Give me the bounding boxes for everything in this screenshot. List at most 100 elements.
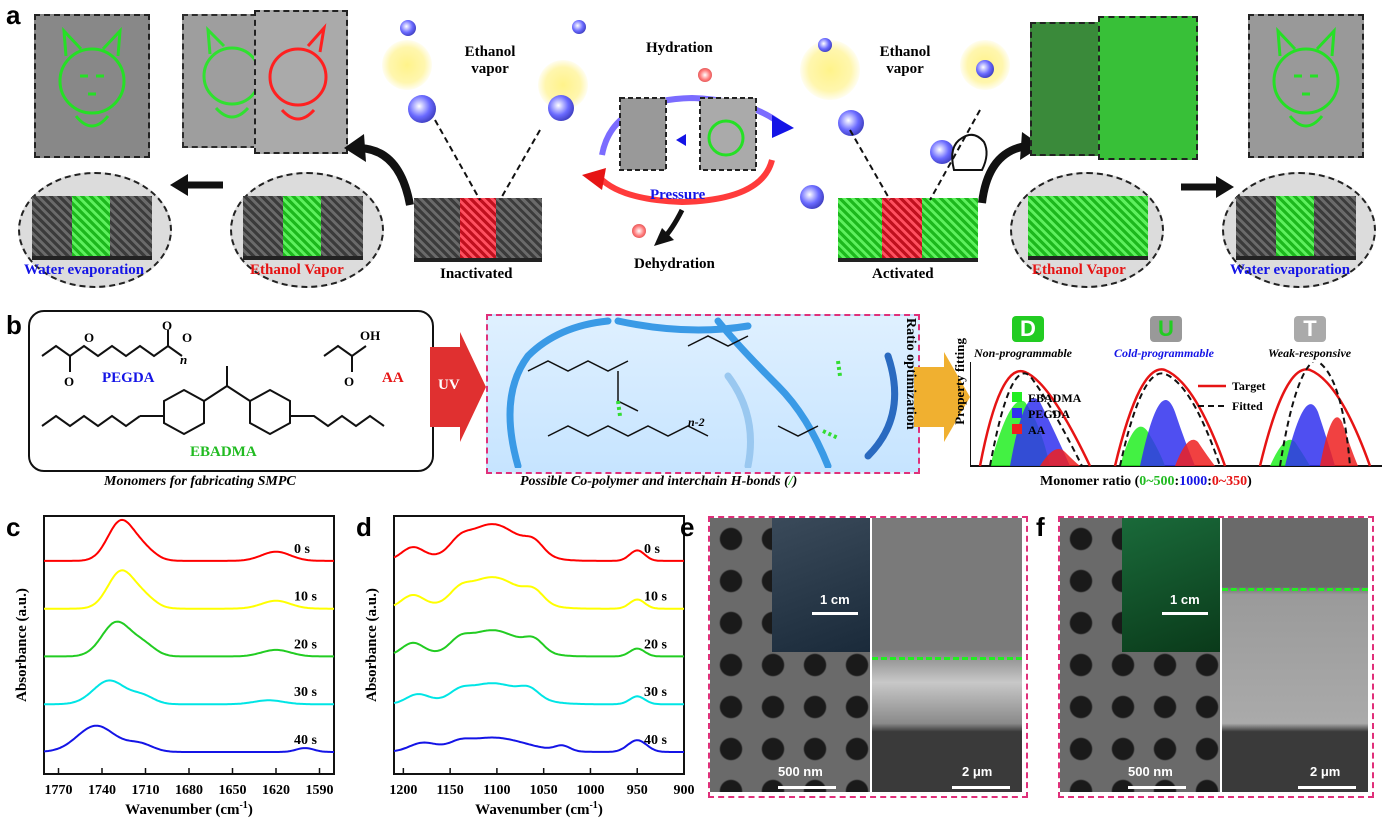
series-label: 30 s — [644, 685, 668, 700]
scale-photo-label: 1 cm — [1170, 592, 1200, 607]
pattern-card-red — [254, 10, 348, 154]
green-film — [1028, 196, 1148, 260]
pattern-card — [34, 14, 150, 158]
green-stripe — [1276, 196, 1314, 256]
monomer-structures: O O O O n OH O — [41, 318, 385, 436]
green-stripe — [72, 196, 110, 256]
molecule-glow — [800, 40, 860, 100]
ethanol-molecule-icon — [818, 38, 832, 52]
svg-text:O: O — [182, 330, 192, 345]
inactivated-label: Inactivated — [440, 266, 513, 282]
x-tick-label: 900 — [674, 783, 695, 798]
arrow-icon — [1181, 176, 1234, 198]
x-tick-label: 1710 — [132, 783, 160, 798]
series-line — [393, 629, 684, 658]
panel-label-d: d — [356, 512, 372, 542]
panel-label-a: a — [6, 0, 21, 30]
sem-cross-section-e — [872, 518, 1022, 792]
dog-pattern-icon — [58, 26, 126, 128]
ethanol-vapor-red-label: Ethanol Vapor — [1032, 262, 1126, 278]
interface-line — [1222, 588, 1368, 591]
x-tick-label: 1650 — [219, 783, 247, 798]
badge-u: U — [1150, 316, 1182, 342]
series-line — [44, 679, 334, 706]
series-line — [44, 518, 334, 562]
scale-bar — [812, 612, 858, 615]
y-axis-label: Absorbance (a.u.) — [364, 588, 380, 702]
ethanol-molecule-icon — [930, 140, 954, 164]
series-label: 20 s — [294, 637, 318, 652]
ebadma-label: EBADMA — [190, 444, 257, 460]
svg-text:Fitted: Fitted — [1232, 399, 1263, 413]
ethanol-molecule-icon — [408, 95, 436, 123]
water-evaporation-label: Water evaporation — [1230, 262, 1351, 278]
ethanol-molecule-icon — [400, 20, 416, 36]
x-tick-label: 1680 — [175, 783, 203, 798]
photo-inset-e — [772, 518, 870, 652]
uv-arrow-icon — [430, 332, 486, 442]
ethanol-vapor-label: Ethanol vapor — [464, 44, 516, 77]
pattern-card — [1098, 16, 1198, 160]
svg-text:EBADMA: EBADMA — [1028, 391, 1082, 405]
scale-bar — [1162, 612, 1208, 615]
panel-label-b: b — [6, 310, 22, 340]
scale-bar — [1298, 786, 1356, 789]
scale-cross-label: 2 μm — [962, 764, 993, 779]
water-molecule-icon — [632, 224, 646, 238]
svg-text:OH: OH — [360, 328, 380, 343]
series-label: 20 s — [644, 637, 668, 652]
copolymer-caption: Possible Co-polymer and interchain H-bon… — [520, 474, 798, 489]
series-label: 10 s — [644, 590, 668, 605]
svg-text:n-2: n-2 — [688, 415, 705, 429]
series-label: 0 s — [644, 542, 661, 557]
svg-text:PEGDA: PEGDA — [1028, 407, 1070, 421]
green-stripe — [838, 198, 882, 258]
x-tick-label: 1050 — [530, 783, 558, 798]
dog-pattern-icon — [1272, 26, 1340, 128]
property-fitting-ylabel: Property fitting — [952, 338, 967, 425]
x-tick-label: 1150 — [437, 783, 464, 798]
svg-text:O: O — [162, 318, 172, 333]
scale-bar — [778, 786, 836, 789]
property-fitting-plot: EBADMA PEGDA AA Target Fitted — [970, 362, 1382, 467]
series-line — [393, 736, 684, 753]
cold-programmable-label: Cold-programmable — [1114, 346, 1215, 360]
dashed-path — [849, 109, 981, 201]
pressure-label: Pressure — [650, 187, 706, 203]
monomers-caption: Monomers for fabricating SMPC — [104, 474, 296, 489]
hand-icon — [951, 133, 988, 171]
panel-label-f: f — [1036, 512, 1045, 542]
weak-responsive-label: Weak-responsive — [1268, 346, 1352, 360]
photo-inset-f — [1122, 518, 1220, 652]
x-tick-label: 1740 — [88, 783, 116, 798]
series-label: 40 s — [644, 733, 668, 748]
plot-frame — [393, 515, 685, 775]
x-tick-label: 1590 — [306, 783, 334, 798]
non-programmable-label: Non-programmable — [974, 346, 1073, 360]
pattern-card — [1248, 14, 1364, 158]
dog-pattern-icon — [268, 23, 328, 121]
scale-bar — [952, 786, 1010, 789]
series-line — [393, 576, 684, 610]
uv-label: UV — [438, 377, 460, 393]
x-tick-label: 1100 — [483, 783, 510, 798]
x-tick-label: 1770 — [45, 783, 73, 798]
panel-label-c: c — [6, 512, 21, 542]
x-axis-label: Wavenumber (cm-1) — [475, 800, 603, 818]
hydration-label: Hydration — [646, 40, 713, 56]
water-evaporation-label: Water evaporation — [24, 262, 145, 278]
svg-text:O: O — [84, 330, 94, 345]
cycle-diagram — [582, 94, 794, 246]
red-stripe — [882, 198, 922, 258]
scale-cross-label: 2 μm — [1310, 764, 1341, 779]
scale-bar — [1128, 786, 1186, 789]
x-tick-label: 950 — [627, 783, 648, 798]
ratio-arrow-icon — [914, 352, 970, 442]
activated-label: Activated — [872, 266, 934, 282]
series-line — [44, 569, 334, 610]
monomer-ratio-label: Monomer ratio (0~500:1000:0~350) — [1040, 474, 1252, 489]
green-stripe — [283, 196, 321, 256]
scale-top-label: 500 nm — [1128, 764, 1173, 779]
